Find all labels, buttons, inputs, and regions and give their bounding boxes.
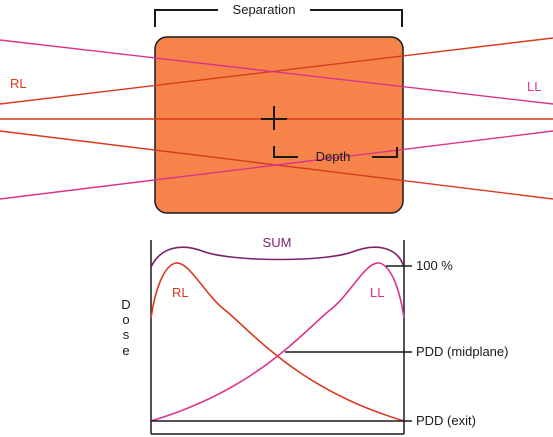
isocenter-crosshair [261,106,287,130]
phantom-body [154,36,404,214]
dose-graph-axes [150,240,405,435]
ll-beam-lines [0,39,553,200]
dose-axis-letter: s [123,327,130,342]
separation-label: Separation [233,2,296,17]
separation-bracket [154,9,403,27]
rl-curve-label: RL [172,285,189,300]
dose-axis-letter: e [122,343,129,358]
dose-axis-letter: o [122,312,129,327]
rl-dose-curve [150,262,405,422]
depth-label: Depth [316,149,351,164]
dose-axis-letter: D [121,297,130,312]
ll-curve-label: LL [370,285,384,300]
sum-curve [150,246,405,268]
pdd-midplane-label: PDD (midplane) [416,344,508,359]
pct-100-label: 100 % [416,258,453,273]
dose-axis-label: D o s e [121,297,130,358]
depth-bracket [273,146,398,158]
rl-beam-label: RL [10,76,27,91]
pdd-exit-label: PDD (exit) [416,413,476,428]
sum-curve-label: SUM [263,235,292,250]
ll-dose-curve [150,262,405,422]
ll-beam-label: LL [527,79,541,94]
